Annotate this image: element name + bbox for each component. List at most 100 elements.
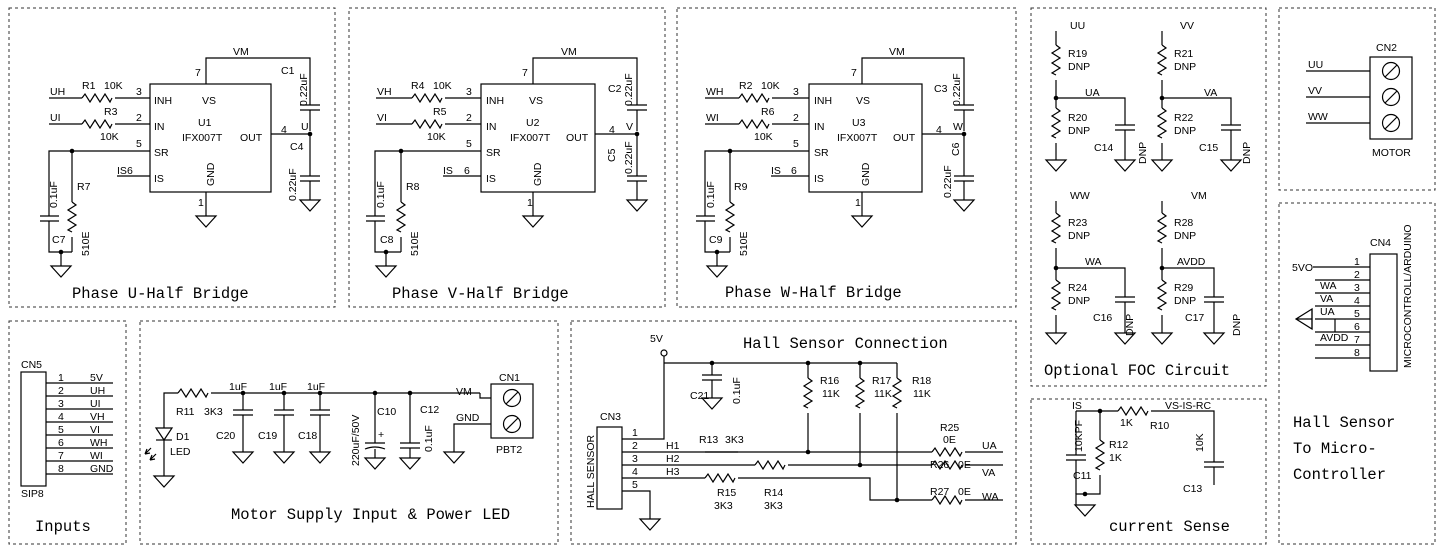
label-pins-n6: 6 [464,165,470,177]
label-net-vsisrc: VS-IS-RC [1165,400,1212,412]
label-net-avdd: AVDD [1177,256,1206,268]
label-values-k10: 10K [754,131,773,143]
label-parts-c13: C13 [1183,483,1202,495]
label-parts-c9: C9 [709,234,723,246]
cn4-pin-number: 2 [1354,269,1360,281]
label-values-uf022: 0.22uF [623,141,635,174]
label-parts-r12: R12 [1109,439,1128,451]
label-values-uf022: 0.22uF [623,73,635,106]
label-parts-c11: C11 [1073,470,1092,482]
label-parts-r17: R17 [872,375,891,387]
frame-supply [139,320,559,545]
label-pins-inh: INH [814,95,832,107]
label-values-k10: 10K [761,80,780,92]
label-pins-n4: 4 [609,124,615,136]
label-values-dnp: DNP [1241,142,1253,164]
label-parts-r20: R20 [1068,112,1087,124]
label-parts-c5: C5 [606,148,618,162]
label-parts-r27: R27 [930,486,949,498]
label-net-va: VA [1204,87,1217,99]
label-values-kpf10: 10KPF [1073,420,1085,452]
cn5-pin-number: 7 [58,450,64,462]
label-values-k11: 11K [913,388,931,400]
label-parts-r13: R13 [699,434,718,446]
label-parts-sip8: SIP8 [21,488,44,500]
frame-hall [570,320,1017,545]
label-values-e0: 0E [958,459,971,471]
label-values-dnp: DNP [1174,230,1196,242]
cn4-pin-label: WA [1320,280,1337,292]
label-pins-n1: 1 [855,197,861,209]
label-pins-n1: 1 [198,197,204,209]
label-parts-r8: R8 [406,181,420,193]
label-net-h3: H3 [666,466,680,478]
label-parts-r3: R3 [104,106,118,118]
ic-u3 [808,83,923,193]
label-parts-ic-part: IFX007T [510,132,551,144]
label-pins-out: OUT [566,132,589,144]
frame-cn2 [1278,7,1436,191]
label-parts-r25: R25 [940,422,959,434]
label-values-k1: 1K [1109,452,1122,464]
label-net-wh: WH [706,86,724,98]
label-pins-n3: 3 [136,86,142,98]
label-parts-r22: R22 [1174,112,1193,124]
label-values-k10: 10K [1194,433,1206,452]
label-values-k10: 10K [104,80,123,92]
title-hall: Hall Sensor Connection [743,335,948,353]
label-parts-c10: C10 [377,406,396,418]
label-parts-ic-part: IFX007T [837,132,878,144]
label-parts-c3: C3 [934,83,948,95]
cn4-pin-number: 7 [1354,334,1360,346]
label-parts-c14: C14 [1094,142,1113,154]
label-parts-r15: R15 [717,487,736,499]
label-parts-led: LED [170,446,191,458]
label-parts-r16: R16 [820,375,839,387]
label-pins-n3: 3 [632,453,638,465]
label-values-dnp: DNP [1174,125,1196,137]
label-parts-r18: R18 [912,375,931,387]
label-parts-hall-sensor: HALL SENSOR [585,434,597,508]
label-net-uh: UH [50,86,65,98]
label-pins-inh: INH [486,95,504,107]
cn4-pin-label: UA [1320,306,1335,318]
label-parts-r28: R28 [1174,217,1193,229]
label-parts-r24: R24 [1068,282,1087,294]
label-parts-c7: C7 [52,234,66,246]
label-pins-n7: 7 [522,67,528,79]
label-net-vm: VM [233,46,249,58]
label-net-v: V [626,121,633,133]
label-pins-n2: 2 [136,112,142,124]
cn5-pin-label: UH [90,385,105,397]
label-pins-vs: VS [856,95,870,107]
cn5-pin-label: WH [90,437,108,449]
label-pins-in: IN [154,121,165,133]
label-values-uf01: 0.1uF [731,377,743,404]
cn5-pin-number: 3 [58,398,64,410]
label-values-k11: 11K [874,388,892,400]
label-values-dnp: DNP [1068,230,1090,242]
label-net-wa: WA [1085,256,1102,268]
label-values-uf022: 0.22uF [298,73,310,106]
label-net-vh: VH [377,86,392,98]
title-supply: Motor Supply Input & Power LED [231,506,510,524]
label-parts-r2: R2 [739,80,753,92]
label-parts-r23: R23 [1068,217,1087,229]
label-parts-r19: R19 [1068,48,1087,60]
label-values-dnp: DNP [1068,125,1090,137]
label-pins-out: OUT [893,132,916,144]
label-pins-n2: 2 [632,440,638,452]
label-parts-r10: R10 [1150,420,1169,432]
label-parts-r14: R14 [764,487,783,499]
label-parts-c8: C8 [380,234,394,246]
label-pins-n7: 7 [195,67,201,79]
label-parts-c15: C15 [1199,142,1218,154]
label-pins-n5: 5 [466,138,472,150]
label-pins-in: IN [486,121,497,133]
label-pins-gnd: GND [205,162,217,186]
title-phase-u: Phase U-Half Bridge [72,285,249,303]
ic-u1 [149,83,272,193]
label-values-k10: 10K [100,131,119,143]
label-parts-cn1: CN1 [499,372,520,384]
